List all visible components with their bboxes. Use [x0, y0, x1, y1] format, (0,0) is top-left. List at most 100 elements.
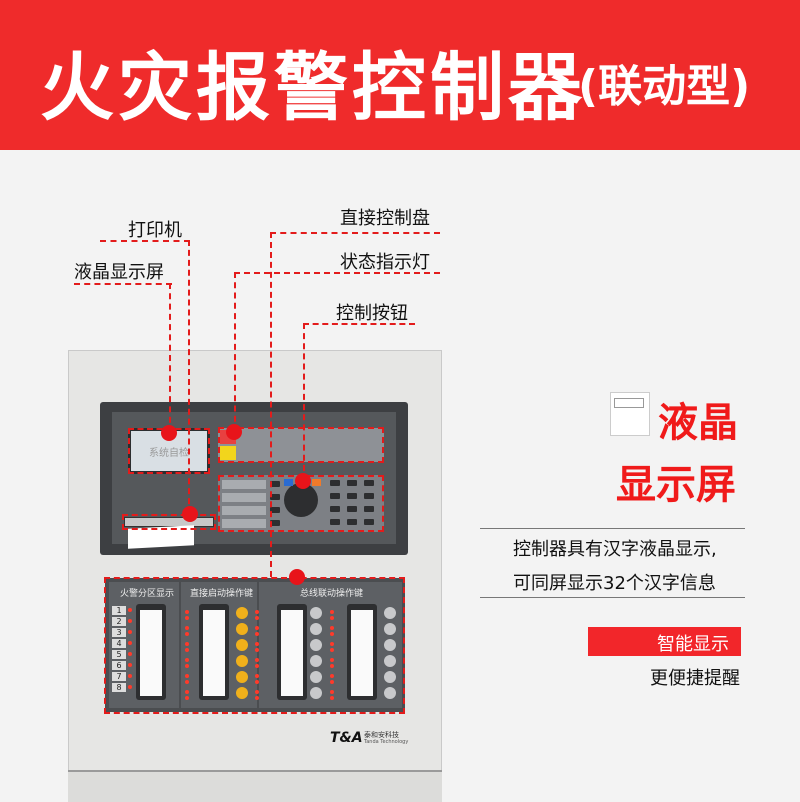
- function-key[interactable]: [270, 481, 280, 487]
- number-key[interactable]: [330, 493, 340, 499]
- callout-line: [169, 283, 171, 433]
- marker-dot: [295, 473, 311, 489]
- callout-control-buttons: 控制按钮: [336, 303, 408, 324]
- page-subtitle: (联动型): [578, 61, 751, 112]
- direct-start-button[interactable]: [236, 687, 248, 699]
- direct-start-button[interactable]: [236, 623, 248, 635]
- status-led: [185, 658, 189, 662]
- zone-section-title: 火警分区显示: [120, 589, 175, 599]
- function-label: [222, 493, 266, 502]
- zone-led: [128, 619, 132, 623]
- status-led: [185, 610, 189, 614]
- label-window: [277, 604, 307, 700]
- keypad-panel: [218, 475, 384, 532]
- status-led: [185, 648, 189, 652]
- number-key[interactable]: [364, 480, 374, 486]
- header-banner: [0, 0, 800, 150]
- bus-linkage-button[interactable]: [310, 655, 322, 667]
- function-key[interactable]: [270, 520, 280, 526]
- status-led: [185, 674, 189, 678]
- highlight-printer: [122, 514, 216, 530]
- divider: [480, 528, 745, 529]
- callout-lcd: 液晶显示屏: [74, 262, 164, 283]
- thumbnail-screen: [614, 398, 644, 408]
- status-led: [255, 616, 259, 620]
- number-key[interactable]: [364, 519, 374, 525]
- callout-direct-panel: 直接控制盘: [340, 208, 430, 229]
- zone-number: 5: [112, 650, 126, 659]
- marker-dot: [226, 424, 242, 440]
- zone-number: 8: [112, 683, 126, 692]
- number-key[interactable]: [364, 493, 374, 499]
- bus-linkage-button[interactable]: [384, 607, 396, 619]
- direct-start-button[interactable]: [236, 671, 248, 683]
- bus-linkage-button[interactable]: [384, 687, 396, 699]
- brand-name-cn: 泰和安科技: [364, 731, 399, 739]
- zone-led: [128, 663, 132, 667]
- number-key[interactable]: [347, 506, 357, 512]
- callout-line: [234, 272, 236, 432]
- zone-led: [128, 685, 132, 689]
- orange-key[interactable]: [312, 479, 321, 486]
- bus-linkage-button[interactable]: [310, 639, 322, 651]
- zone-number: 4: [112, 639, 126, 648]
- number-key[interactable]: [330, 519, 340, 525]
- blue-key[interactable]: [284, 479, 293, 486]
- callout-line: [303, 323, 415, 325]
- feature-desc-line1: 控制器具有汉字液晶显示,: [513, 539, 717, 560]
- bus-linkage-button[interactable]: [384, 623, 396, 635]
- status-led: [330, 616, 334, 620]
- status-led: [255, 632, 259, 636]
- status-led: [185, 626, 189, 630]
- feature-desc-line2: 可同屏显示32个汉字信息: [513, 573, 716, 594]
- status-led: [185, 696, 189, 700]
- bus-section-title: 总线联动操作键: [300, 589, 364, 599]
- zone-number: 1: [112, 606, 126, 615]
- cabinet-base: [68, 770, 442, 802]
- number-key[interactable]: [347, 519, 357, 525]
- number-key[interactable]: [364, 506, 374, 512]
- zone-led: [128, 674, 132, 678]
- marker-dot: [182, 506, 198, 522]
- callout-status-leds: 状态指示灯: [340, 252, 430, 273]
- function-key[interactable]: [270, 494, 280, 500]
- number-key[interactable]: [347, 493, 357, 499]
- bus-linkage-button[interactable]: [384, 671, 396, 683]
- direct-start-button[interactable]: [236, 655, 248, 667]
- bus-linkage-button[interactable]: [384, 639, 396, 651]
- label-window: [199, 604, 229, 700]
- status-led: [255, 664, 259, 668]
- zone-number: 7: [112, 672, 126, 681]
- number-key[interactable]: [330, 506, 340, 512]
- status-led: [255, 696, 259, 700]
- brand-logo: T&A: [330, 730, 363, 746]
- direct-section-title: 直接启动操作键: [190, 589, 254, 599]
- status-led: [255, 626, 259, 630]
- status-led: [255, 674, 259, 678]
- function-label: [222, 480, 266, 489]
- status-led: [185, 616, 189, 620]
- direct-start-button[interactable]: [236, 607, 248, 619]
- marker-dot: [161, 425, 177, 441]
- status-led: [330, 648, 334, 652]
- bus-linkage-button[interactable]: [384, 655, 396, 667]
- bus-linkage-button[interactable]: [310, 607, 322, 619]
- zone-led: [128, 652, 132, 656]
- status-led: [330, 626, 334, 630]
- zone-led: [128, 630, 132, 634]
- number-key[interactable]: [330, 480, 340, 486]
- function-key[interactable]: [270, 507, 280, 513]
- bus-linkage-button[interactable]: [310, 671, 322, 683]
- divider: [480, 597, 745, 598]
- number-key[interactable]: [347, 480, 357, 486]
- zone-led: [128, 641, 132, 645]
- status-led: [255, 610, 259, 614]
- status-led: [330, 658, 334, 662]
- status-led: [330, 690, 334, 694]
- product-thumbnail: [610, 392, 650, 436]
- label-window: [347, 604, 377, 700]
- direct-start-button[interactable]: [236, 639, 248, 651]
- bus-linkage-button[interactable]: [310, 623, 322, 635]
- bus-linkage-button[interactable]: [310, 687, 322, 699]
- status-led: [255, 648, 259, 652]
